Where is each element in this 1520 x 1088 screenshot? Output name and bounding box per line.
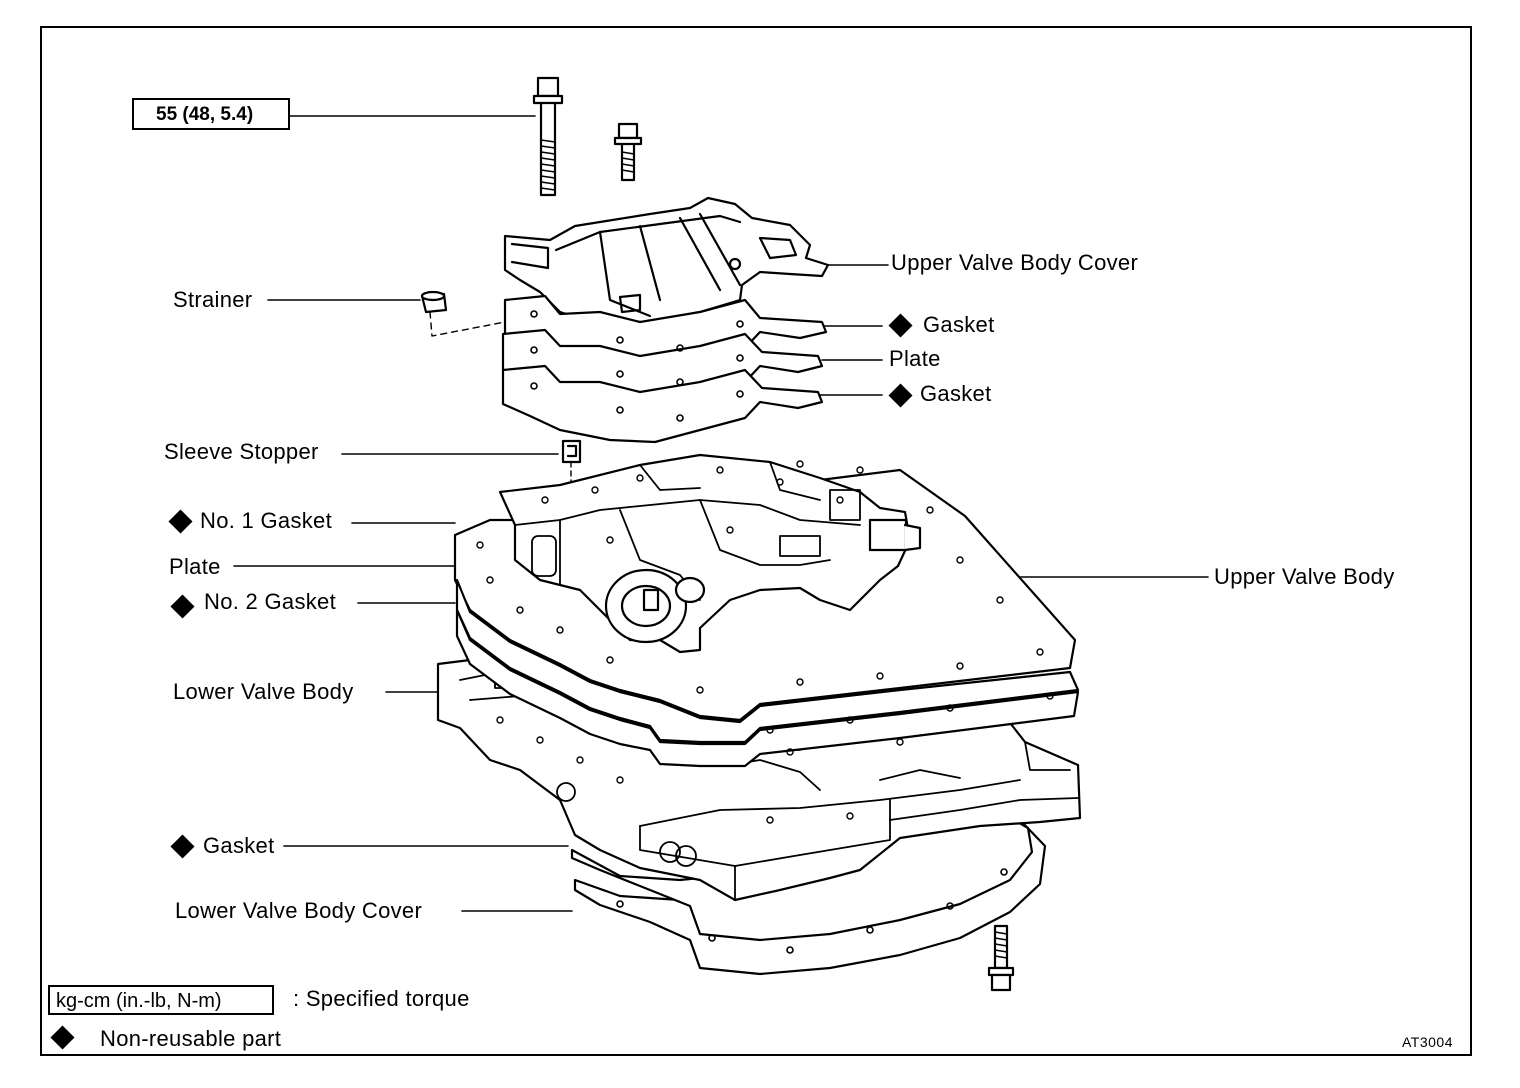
label-no1-gasket: No. 1 Gasket <box>200 508 332 533</box>
label-gasket-top: Gasket <box>923 312 995 337</box>
legend-nonreusable-description: Non-reusable part <box>100 1026 282 1051</box>
label-lower-valve-body-cover: Lower Valve Body Cover <box>175 898 423 923</box>
label-lower-valve-body: Lower Valve Body <box>173 679 354 704</box>
label-no2-gasket: No. 2 Gasket <box>204 589 336 614</box>
figure-id: AT3004 <box>1402 1034 1453 1050</box>
upper-valve-body-cover <box>503 196 830 327</box>
legend-torque-unit-box: kg-cm (in.-lb, N-m) <box>48 985 274 1015</box>
label-sleeve-stopper: Sleeve Stopper <box>164 439 319 464</box>
diagram-frame <box>40 26 1472 1056</box>
label-upper-valve-body-cover: Upper Valve Body Cover <box>891 250 1139 275</box>
label-strainer: Strainer <box>173 287 253 312</box>
label-gasket-mid: Gasket <box>920 381 992 406</box>
strainer-part <box>420 290 506 337</box>
legend-torque-description: : Specified torque <box>293 986 470 1011</box>
label-plate-top: Plate <box>889 346 941 371</box>
upper-valve-body <box>498 453 922 654</box>
label-upper-valve-body: Upper Valve Body <box>1214 564 1395 589</box>
leader-lines <box>233 115 1209 912</box>
torque-callout: 55 (48, 5.4) <box>132 98 290 130</box>
bottom-bolt <box>987 924 1015 992</box>
label-plate-lower: Plate <box>169 554 221 579</box>
label-gasket-bottom: Gasket <box>203 833 275 858</box>
top-gasket-plate-stack <box>501 294 828 444</box>
long-bolt <box>532 76 564 197</box>
sleeve-stopper-part <box>561 439 582 491</box>
short-bolt <box>613 122 643 182</box>
